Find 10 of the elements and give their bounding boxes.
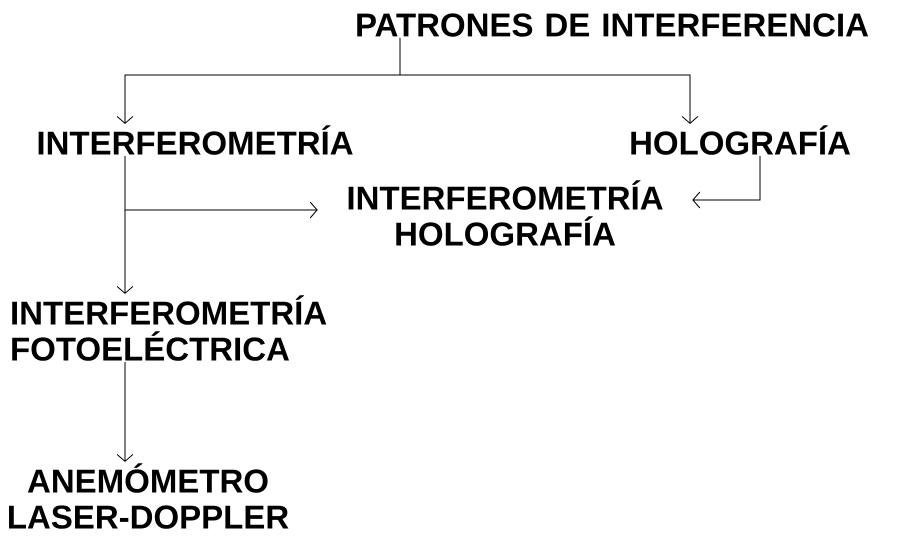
label-text: PATRONES DE INTERFERENCIA — [357, 13, 868, 37]
label-text: INTERFEROMETRÍA FOTOELÉCTRICA — [12, 295, 326, 361]
label-text: INTERFEROMETRÍA HOLOGRAFÍA — [348, 180, 663, 246]
arrow — [116, 362, 134, 462]
label-text: ANEMÓMETRO LASER-DOPPLER — [9, 463, 288, 529]
arrow — [692, 156, 760, 208]
label-text: HOLOGRAFÍA — [631, 125, 850, 155]
arrow — [116, 156, 134, 294]
arrow — [400, 37, 698, 124]
label-text: INTERFEROMETRÍA — [38, 125, 353, 155]
